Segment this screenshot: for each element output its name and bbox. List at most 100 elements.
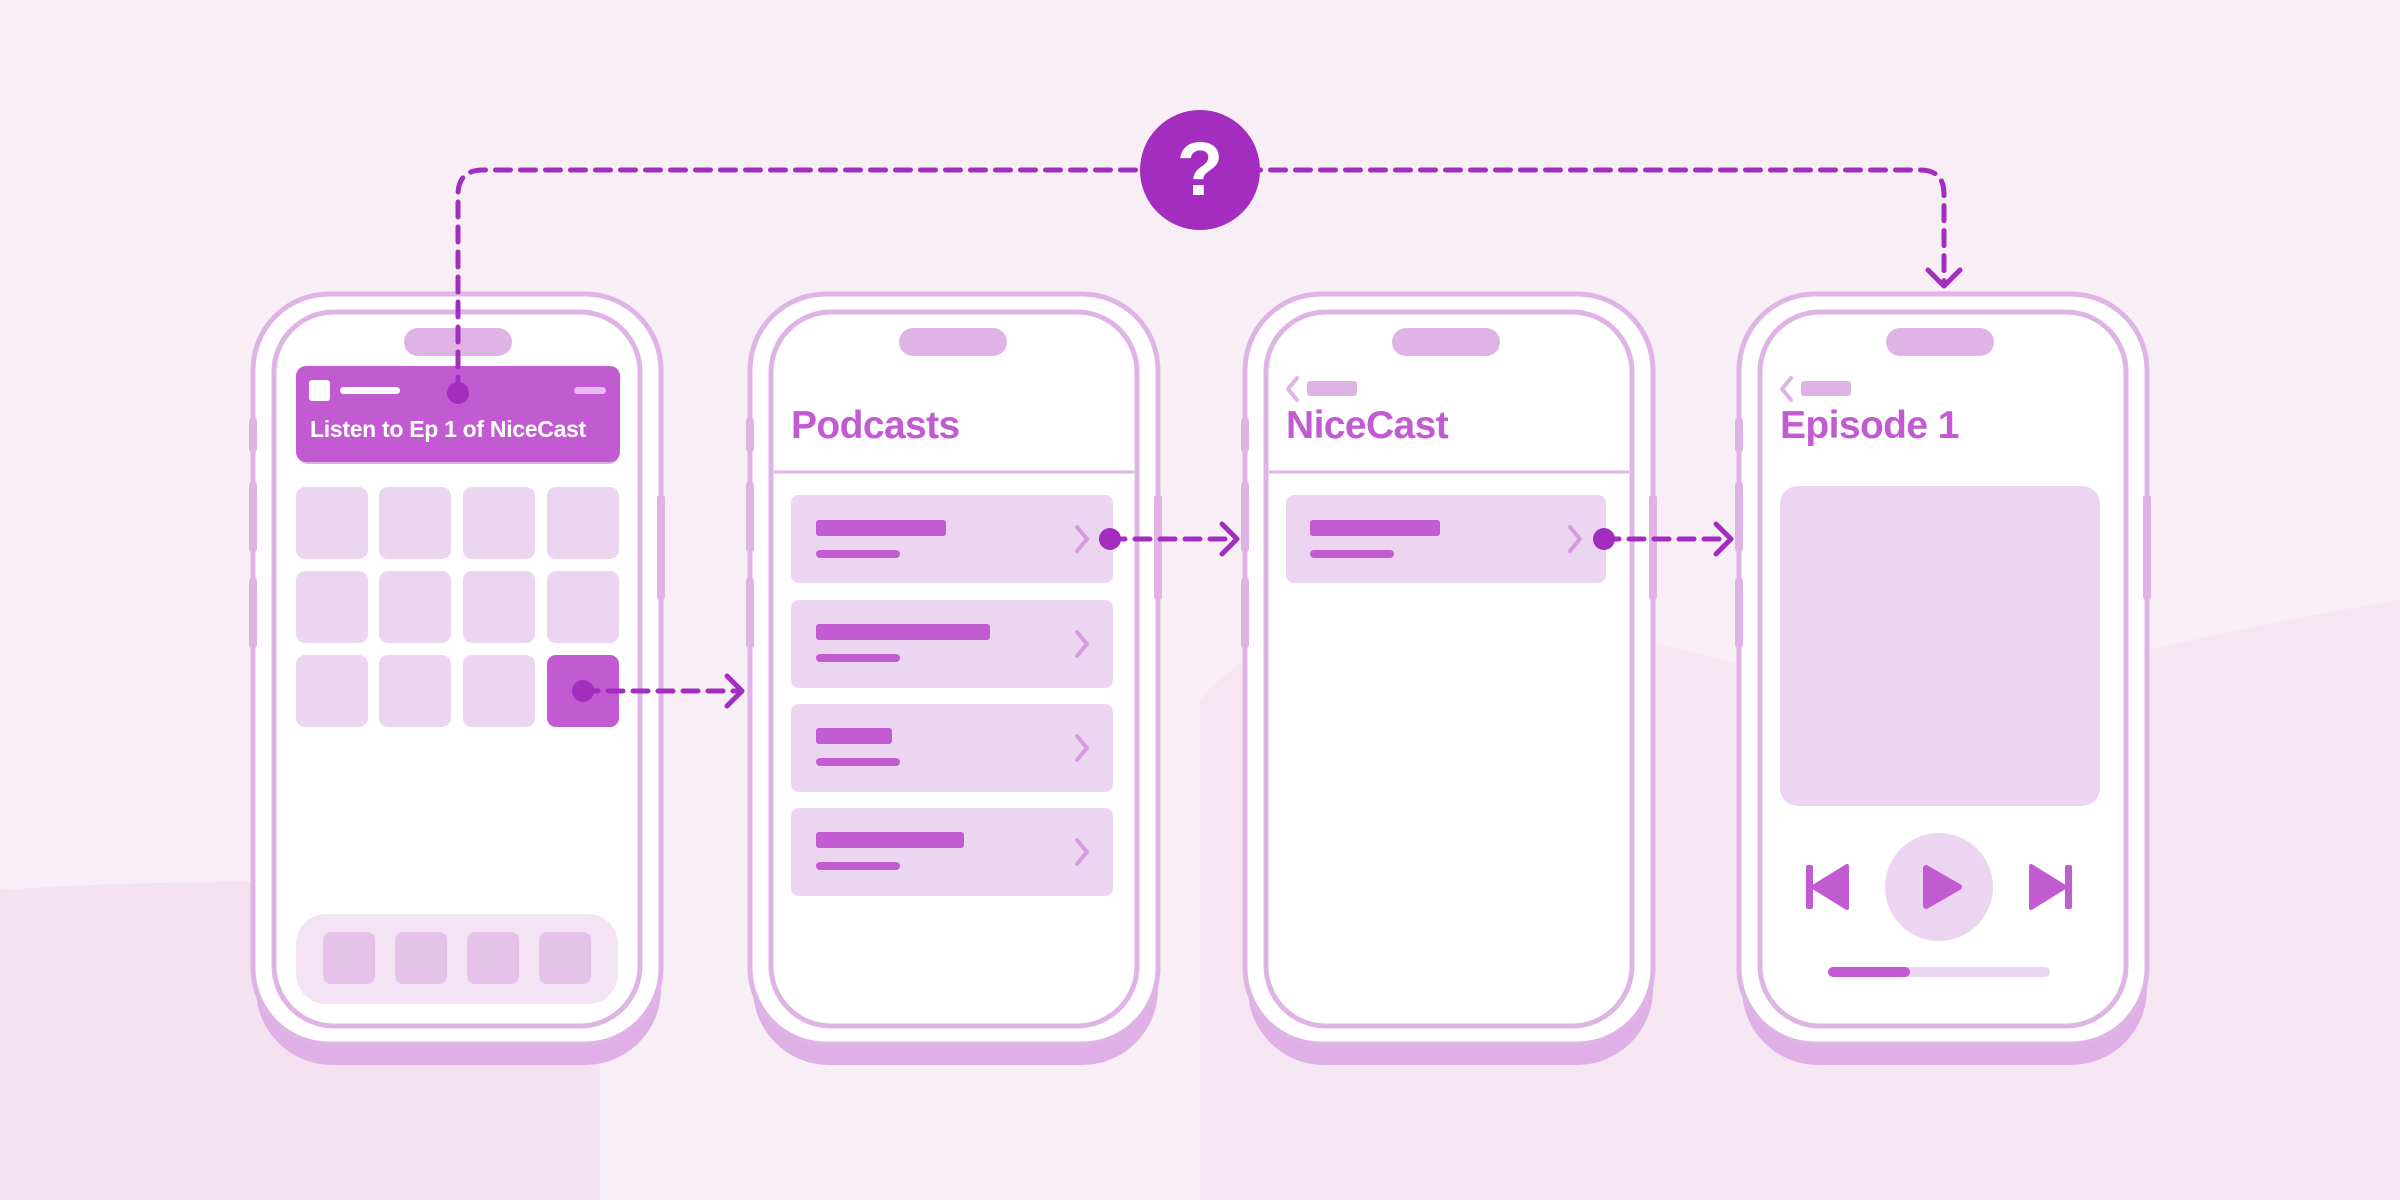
app-icon[interactable] xyxy=(547,571,619,643)
flow-arrowhead xyxy=(1713,521,1734,557)
back-label[interactable] xyxy=(1307,381,1357,396)
chevron-right-icon xyxy=(1568,525,1582,553)
list-item-subtitle xyxy=(816,758,900,766)
skip-forward-triangle xyxy=(2029,864,2067,910)
phone-show xyxy=(1241,291,1657,1065)
flow-arrowhead xyxy=(724,673,745,709)
app-icon[interactable] xyxy=(463,655,535,727)
question-badge: ? xyxy=(1140,110,1260,230)
list-item-title xyxy=(816,624,990,640)
progress-fill xyxy=(1828,967,1911,977)
phone-podcasts xyxy=(746,291,1162,1065)
dynamic-island xyxy=(1392,328,1500,356)
dock-app-icon[interactable] xyxy=(323,932,375,984)
app-icon[interactable] xyxy=(379,571,451,643)
volume-button xyxy=(746,418,754,452)
volume-button xyxy=(746,578,754,648)
dock-app-icon[interactable] xyxy=(539,932,591,984)
list-item-bg xyxy=(1286,495,1606,583)
app-icon[interactable] xyxy=(463,571,535,643)
power-button xyxy=(2143,495,2151,600)
flow-origin-dot xyxy=(447,382,469,404)
skip-forward-bar xyxy=(2065,865,2072,909)
dock-app-icon[interactable] xyxy=(467,932,519,984)
list-item-subtitle xyxy=(816,654,900,662)
dynamic-island xyxy=(899,328,1007,356)
volume-button xyxy=(1241,578,1249,648)
skip-back-icon[interactable] xyxy=(1806,864,1849,910)
skip-forward-icon[interactable] xyxy=(2029,864,2072,910)
chevron-right-icon xyxy=(1075,630,1089,658)
phone-screen xyxy=(1263,309,1635,1029)
page-title-episode: Episode 1 xyxy=(1780,404,1959,447)
app-icon[interactable] xyxy=(296,571,368,643)
notification-app-icon xyxy=(309,380,330,401)
back-label[interactable] xyxy=(1801,381,1851,396)
notification-app-name xyxy=(340,387,400,394)
volume-button xyxy=(1735,418,1743,452)
list-item-bg xyxy=(791,704,1113,792)
list-item[interactable] xyxy=(791,600,1113,688)
flow-arrowhead xyxy=(1219,521,1240,557)
list-item-subtitle xyxy=(1310,550,1394,558)
volume-button xyxy=(249,578,257,648)
list-item[interactable] xyxy=(791,808,1113,896)
shortcut-arrowhead xyxy=(1925,267,1963,289)
volume-button xyxy=(746,482,754,552)
notification-text[interactable]: Listen to Ep 1 of NiceCast xyxy=(310,416,586,442)
volume-button xyxy=(249,482,257,552)
dock-icons xyxy=(323,932,591,984)
page-title-show: NiceCast xyxy=(1286,404,1449,447)
list-item[interactable] xyxy=(791,495,1113,583)
notification-time xyxy=(574,387,606,394)
list-item-title xyxy=(1310,520,1440,536)
volume-button xyxy=(1241,482,1249,552)
episode-artwork xyxy=(1780,486,2100,806)
list-item-title xyxy=(816,832,964,848)
list-item-bg xyxy=(791,495,1113,583)
app-icon[interactable] xyxy=(463,487,535,559)
chevron-left-icon[interactable] xyxy=(1780,376,1793,402)
flow-arrows xyxy=(455,167,1963,709)
play-icon xyxy=(1923,865,1962,909)
chevron-right-icon xyxy=(1075,838,1089,866)
power-button xyxy=(1649,495,1657,600)
chevron-left-icon[interactable] xyxy=(1286,376,1299,402)
flow-origin-dot xyxy=(572,680,594,702)
list-item-subtitle xyxy=(816,862,900,870)
app-grid xyxy=(296,487,619,727)
phone-home xyxy=(249,291,665,1065)
volume-button xyxy=(249,418,257,452)
volume-button xyxy=(1735,578,1743,648)
chevron-right-icon xyxy=(1075,525,1089,553)
app-icon[interactable] xyxy=(296,655,368,727)
list-item[interactable] xyxy=(1286,495,1606,583)
list-item[interactable] xyxy=(791,704,1113,792)
flow-origin-dot xyxy=(1099,528,1121,550)
list-item-title xyxy=(816,728,892,744)
skip-back-bar xyxy=(1806,865,1813,909)
list-item-bg xyxy=(791,808,1113,896)
app-icon[interactable] xyxy=(379,655,451,727)
volume-button xyxy=(1735,482,1743,552)
list-item-bg xyxy=(791,600,1113,688)
page-title-podcasts: Podcasts xyxy=(791,404,960,447)
app-icon[interactable] xyxy=(547,487,619,559)
phone-episode xyxy=(1735,291,2151,1065)
dock xyxy=(296,914,618,1004)
flow-origin-dot xyxy=(1593,528,1615,550)
flow-dots xyxy=(447,382,1615,702)
power-button xyxy=(657,495,665,600)
volume-button xyxy=(1241,418,1249,452)
app-icon[interactable] xyxy=(379,487,451,559)
list-item-title xyxy=(816,520,946,536)
skip-back-triangle xyxy=(1811,864,1849,910)
app-icon[interactable] xyxy=(296,487,368,559)
dynamic-island xyxy=(1886,328,1994,356)
list-item-subtitle xyxy=(816,550,900,558)
power-button xyxy=(1154,495,1162,600)
dock-app-icon[interactable] xyxy=(395,932,447,984)
chevron-right-icon xyxy=(1075,734,1089,762)
